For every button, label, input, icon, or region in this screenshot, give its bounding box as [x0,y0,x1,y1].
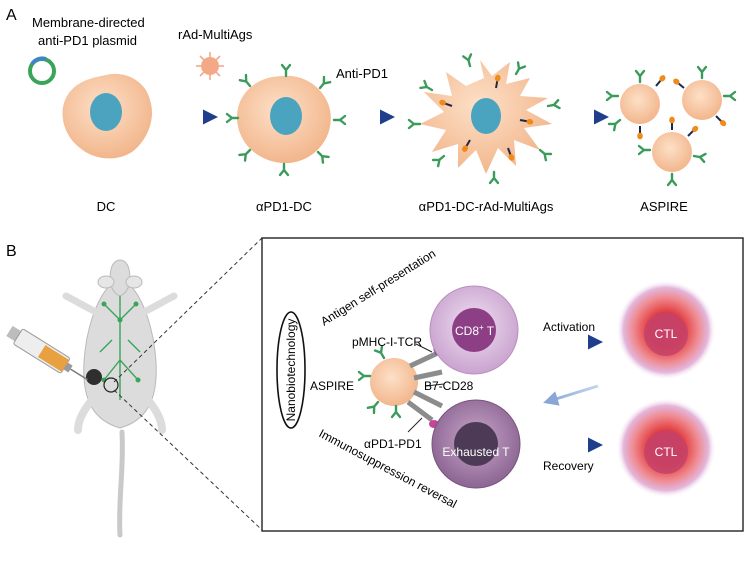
cd8-t-cell: CD8+ T [429,285,519,375]
aspire-label-inset: ASPIRE [310,379,354,393]
mouse-tail [117,429,125,538]
activation-label: Activation [543,320,595,334]
nanotech-label: Nanobiotechnology [284,319,298,422]
stage-label-apd1-dc: αPD1-DC [256,199,312,214]
lymph-node-circle [103,377,119,393]
pmhc-label: pMHC-I-TCR [352,335,422,349]
syringe-icon [6,325,88,381]
stage-label-dc: DC [97,199,116,214]
ctl-label-bottom: CTL [655,445,678,459]
ctl-cell-bottom: CTL [616,398,716,498]
apd1-label: αPD1-PD1 [364,437,422,451]
panel-a-letter: A [6,7,17,24]
panel-b-letter: B [6,243,17,260]
dc-nucleus [90,93,122,131]
mouse-illustration [62,259,178,538]
lymphatic-network [99,296,141,400]
nanotech-ellipse [276,311,306,429]
ctl-label-top: CTL [655,327,678,341]
exhausted-t-cell: Exhausted T [431,399,521,489]
zoom-line-bottom [113,389,263,531]
virus-label: rAd-MultiAgs [178,27,253,42]
b7-leader [425,383,445,387]
plasmid-icon [28,56,56,85]
exhausted-label: Exhausted T [442,445,510,459]
apd1-dc-cell [225,63,347,177]
apd1-dc-radmultiags-cell [407,53,561,185]
plasmid-label-line1: Membrane-directed [32,15,145,30]
b7-label: B7-CD28 [424,379,474,393]
dc-cell [62,73,152,159]
feedback-arrow [543,384,599,406]
aspire-vesicle-inset [357,345,418,419]
recovery-label: Recovery [543,459,594,473]
stage-label-apd1-dc-radmultiags: αPD1-DC-rAd-MultiAgs [419,199,554,214]
virus-icon [196,52,224,80]
ctl-cell-top: CTL [616,280,716,380]
cd8-label: CD8+ T [455,323,495,338]
stage-label-aspire: ASPIRE [640,199,688,214]
pmhc-leader [415,343,433,353]
tumor-icon [86,369,102,385]
plasmid-label-line2: anti-PD1 plasmid [38,33,137,48]
aspire-vesicles [605,65,737,187]
antibody-label: Anti-PD1 [336,66,388,81]
apd1-leader [407,417,423,433]
